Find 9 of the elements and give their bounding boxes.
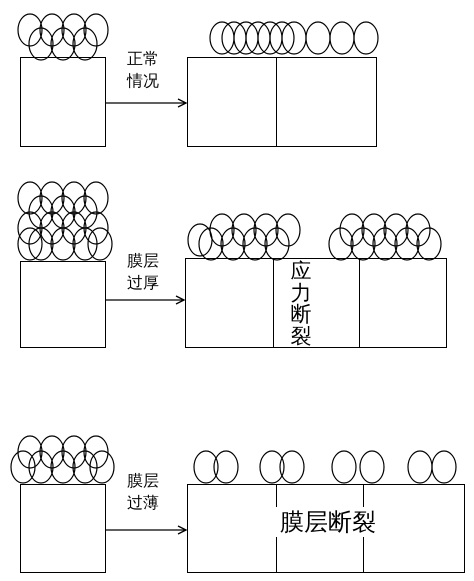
arrow [106, 295, 185, 305]
arrow [106, 525, 187, 535]
substrate-block [185, 258, 447, 348]
substrate-block [187, 57, 377, 147]
arrow [106, 98, 187, 108]
substrate-block [187, 484, 465, 573]
substrate-block [20, 261, 106, 348]
substrate-block [20, 484, 106, 573]
substrate-block [20, 57, 106, 147]
